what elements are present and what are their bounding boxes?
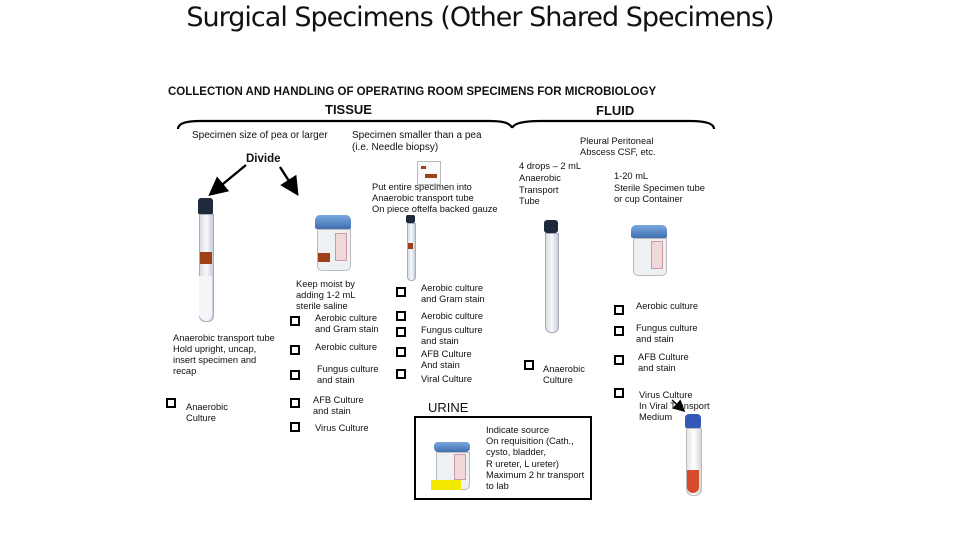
cup-aerobic-gram-checkbox[interactable] — [290, 316, 300, 326]
anaerobic-tube-instr-3: insert specimen and — [173, 355, 257, 365]
fluid-bracket — [510, 119, 716, 130]
urine-note-5: Maximum 2 hr transport — [486, 470, 585, 480]
fluid-fungus-2: and stain — [636, 334, 674, 344]
fluid-fungus-checkbox[interactable] — [614, 326, 624, 336]
small-viral-checkbox[interactable] — [396, 369, 406, 379]
fluid-sterile-2: Sterile Specimen tube — [614, 183, 705, 193]
small-afb-checkbox[interactable] — [396, 347, 406, 357]
smaller-than-pea-label: Specimen smaller than a pea — [352, 130, 482, 141]
small-aerobic-gram-1: Aerobic culture — [421, 283, 484, 293]
gauze-icon — [417, 161, 441, 185]
urine-cup-image — [428, 442, 478, 494]
divide-right-arrow — [278, 166, 299, 197]
fluid-heading: FLUID — [596, 103, 635, 118]
fluid-fungus-1: Fungus culture — [636, 323, 698, 333]
put-entire-line3: On piece oftelfa backed gauze — [372, 204, 498, 214]
fluid-anaerobic-checkbox[interactable] — [524, 360, 534, 370]
small-aerobic-gram-checkbox[interactable] — [396, 287, 406, 297]
tissue-bracket — [176, 119, 514, 130]
fluid-anaerobic-1: Anaerobic — [543, 364, 585, 374]
fluid-afb-2: and stain — [638, 363, 676, 373]
anaerobic-culture-checkbox[interactable] — [166, 398, 176, 408]
fluid-virus-2: In Viral Transport — [639, 401, 710, 411]
fluid-sterile-3: or cup Container — [614, 194, 683, 204]
keep-moist-1: Keep moist by — [296, 279, 355, 289]
needle-biopsy-label: (i.e. Needle biopsy) — [352, 142, 439, 153]
anaerobic-culture-label-1: Anaerobic — [186, 402, 228, 412]
urine-box — [414, 416, 592, 500]
fluid-aerobic-label: Aerobic culture — [636, 301, 699, 311]
fluid-aerobic-checkbox[interactable] — [614, 305, 624, 315]
fluid-anaerobic-2: Culture — [543, 375, 573, 385]
cup-aerobic-checkbox[interactable] — [290, 345, 300, 355]
viral-transport-tube-image — [681, 414, 705, 496]
urine-note-3: cysto, bladder, — [486, 447, 546, 457]
small-fungus-2: and stain — [421, 336, 459, 346]
anaerobic-tube-instr-4: recap — [173, 366, 197, 376]
urine-heading: URINE — [428, 400, 469, 415]
cup-fungus-2: and stain — [317, 375, 355, 385]
anaerobic-tube-instr-1: Anaerobic transport tube — [173, 333, 275, 343]
keep-moist-2: adding 1-2 mL — [296, 290, 356, 300]
fluid-types-1: Pleural Peritoneal — [580, 136, 654, 146]
keep-moist-3: sterile saline — [296, 301, 348, 311]
fluid-specimen-cup-image — [625, 225, 673, 276]
put-entire-line2: Anaerobic transport tube — [372, 193, 474, 203]
small-aerobic-gram-2: and Gram stain — [421, 294, 485, 304]
fluid-types-2: Abscess CSF, etc. — [580, 147, 656, 157]
fluid-drops-2: Anaerobic — [519, 173, 561, 183]
slide-title: Surgical Specimens (Other Shared Specime… — [186, 2, 774, 33]
cup-fungus-checkbox[interactable] — [290, 370, 300, 380]
small-anaerobic-tube-image — [403, 215, 419, 281]
anaerobic-culture-label-2: Culture — [186, 413, 216, 423]
cup-aerobic-gram-2: and Gram stain — [315, 324, 379, 334]
chart-header: COLLECTION AND HANDLING OF OPERATING ROO… — [168, 86, 657, 98]
cup-virus-label: Virus Culture — [315, 423, 369, 433]
cup-afb-1: AFB Culture — [313, 395, 364, 405]
small-aerobic-checkbox[interactable] — [396, 311, 406, 321]
urine-note-4: R ureter, L ureter) — [486, 459, 560, 469]
small-afb-2: And stain — [421, 360, 460, 370]
fluid-afb-checkbox[interactable] — [614, 355, 624, 365]
fluid-drops-4: Tube — [519, 196, 540, 206]
fluid-afb-1: AFB Culture — [638, 352, 689, 362]
small-viral-label: Viral Culture — [421, 374, 472, 384]
urine-note-1: Indicate source — [486, 425, 550, 435]
tissue-heading: TISSUE — [325, 102, 372, 117]
divide-label: Divide — [246, 153, 281, 165]
fluid-drops-1: 4 drops – 2 mL — [519, 161, 582, 171]
fluid-virus-checkbox[interactable] — [614, 388, 624, 398]
cup-afb-2: and stain — [313, 406, 351, 416]
fluid-virus-3: Medium — [639, 412, 673, 422]
small-aerobic-label: Aerobic culture — [421, 311, 484, 321]
anaerobic-tube-image — [189, 190, 221, 330]
put-entire-line1: Put entire specimen into — [372, 182, 472, 192]
small-afb-1: AFB Culture — [421, 349, 472, 359]
viral-arrow — [671, 399, 686, 413]
cup-afb-checkbox[interactable] — [290, 398, 300, 408]
anaerobic-tube-instr-2: Hold upright, uncap, — [173, 344, 257, 354]
urine-note-6: to lab — [486, 481, 509, 491]
divide-left-arrow — [208, 164, 247, 197]
cup-virus-checkbox[interactable] — [290, 422, 300, 432]
fluid-virus-1: Virus Culture — [639, 390, 693, 400]
cup-fungus-1: Fungus culture — [317, 364, 379, 374]
cup-aerobic-gram-1: Aerobic culture — [315, 313, 378, 323]
fluid-anaerobic-tube-image — [538, 220, 564, 334]
pea-or-larger-label: Specimen size of pea or larger — [192, 130, 328, 141]
small-fungus-1: Fungus culture — [421, 325, 483, 335]
cup-aerobic-label: Aerobic culture — [315, 342, 378, 352]
small-fungus-checkbox[interactable] — [396, 327, 406, 337]
fluid-drops-3: Transport — [519, 185, 559, 195]
fluid-sterile-1: 1-20 mL — [614, 171, 649, 181]
specimen-cup-image — [305, 215, 357, 273]
urine-note-2: On requisition (Cath., — [486, 436, 574, 446]
